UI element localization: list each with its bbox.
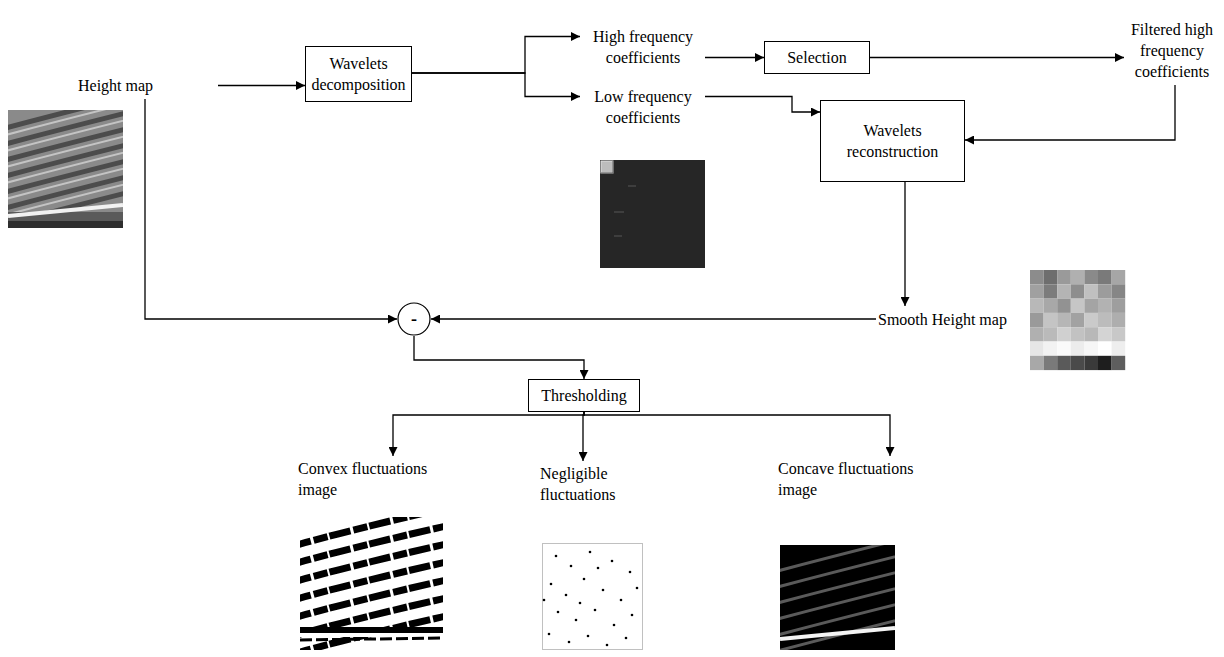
node-text: Thresholding	[541, 385, 626, 406]
node-text: Low frequency coefficients	[583, 86, 703, 128]
connector-arrow	[870, 57, 1124, 58]
operator-symbol: -	[411, 310, 417, 328]
node-text: Convex fluctuations image	[298, 458, 443, 500]
smooth-height-map-image	[1030, 270, 1125, 370]
connector-arrow	[583, 412, 584, 461]
node-text: Height map	[78, 75, 216, 96]
process-box: Thresholding	[528, 379, 640, 412]
text-label: Convex fluctuations image	[298, 458, 443, 500]
connector-arrow	[218, 85, 305, 86]
node-text: Concave fluctuations image	[778, 458, 923, 500]
text-label: Height map	[78, 75, 216, 96]
text-label: Low frequency coefficients	[583, 86, 703, 128]
process-box: Wavelets decomposition	[305, 46, 412, 102]
connector-arrow	[584, 412, 890, 456]
connector-arrow	[705, 97, 820, 113]
node-text: Filtered high frequency coefficients	[1126, 19, 1218, 82]
coefficients-image	[600, 160, 705, 268]
connector-arrow	[393, 412, 584, 456]
node-text: Negligible fluctuations	[540, 463, 640, 505]
node-text: High frequency coefficients	[583, 26, 703, 68]
connector-arrow	[965, 85, 1175, 140]
operator-circle: -	[397, 302, 431, 336]
connector-arrow	[431, 318, 876, 319]
node-text: Wavelets decomposition	[311, 53, 406, 95]
convex-image	[300, 517, 443, 650]
connector-arrow	[904, 182, 905, 306]
connector-arrow	[145, 99, 397, 319]
node-text: Selection	[787, 47, 847, 68]
process-box: Wavelets reconstruction	[820, 100, 965, 182]
height-map-image	[8, 110, 123, 228]
text-label: Negligible fluctuations	[540, 463, 640, 505]
connector-arrow	[414, 336, 584, 379]
circle-shape	[398, 303, 430, 335]
text-label: Concave fluctuations image	[778, 458, 923, 500]
connector-arrow	[412, 37, 580, 74]
process-box: Selection	[764, 41, 870, 74]
text-label: High frequency coefficients	[583, 26, 703, 68]
text-label: Filtered high frequency coefficients	[1126, 19, 1218, 82]
node-text: Wavelets reconstruction	[826, 120, 959, 162]
node-text: Smooth Height map	[878, 309, 1028, 330]
connector-arrow	[412, 73, 580, 97]
text-label: Smooth Height map	[878, 309, 1028, 330]
connector-arrow	[705, 57, 764, 58]
negligible-image	[543, 544, 643, 650]
concave-image	[780, 545, 895, 650]
